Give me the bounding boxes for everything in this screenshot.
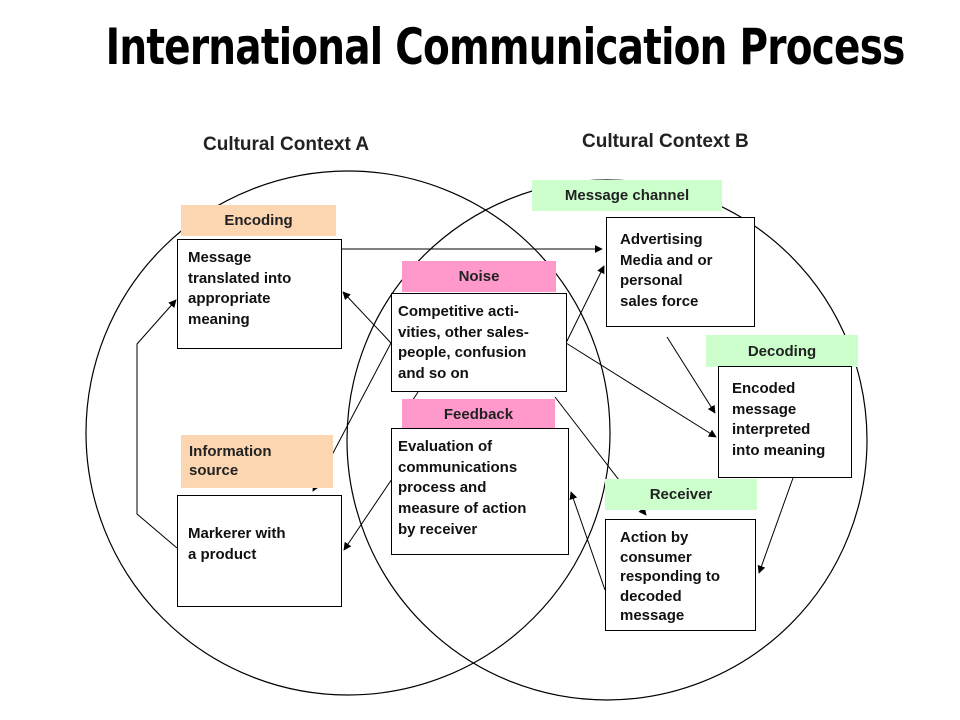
arrow-receiver-to-feedback bbox=[569, 491, 606, 591]
decoding-box: Encoded message interpreted into meaning bbox=[718, 366, 852, 478]
cultural-context-b-label: Cultural Context B bbox=[582, 131, 749, 152]
arrow-source-to-encoding bbox=[136, 299, 178, 549]
message-channel-box: Advertising Media and or personal sales … bbox=[606, 217, 755, 327]
information-source-box-text: Markerer with a product bbox=[188, 525, 286, 563]
information-source-tag: Information source bbox=[181, 435, 333, 488]
encoding-tag: Encoding bbox=[181, 205, 336, 236]
feedback-box-text: Evaluation of communications process and… bbox=[398, 438, 527, 538]
message-channel-tag: Message channel bbox=[532, 180, 722, 211]
receiver-tag: Receiver bbox=[605, 479, 757, 510]
arrow-noise-to-encoding bbox=[342, 291, 392, 344]
arrow-noise-to-channel bbox=[565, 265, 605, 344]
encoding-box-text: Message translated into appropriate mean… bbox=[188, 249, 292, 329]
feedback-box: Evaluation of communications process and… bbox=[391, 428, 569, 555]
decoding-tag: Decoding bbox=[706, 335, 858, 367]
noise-tag: Noise bbox=[402, 261, 556, 292]
message-channel-box-text: Advertising Media and or personal sales … bbox=[620, 231, 713, 311]
arrow-noise-to-decoding bbox=[565, 342, 717, 438]
cultural-context-a-label: Cultural Context A bbox=[203, 134, 370, 155]
receiver-box-text: Action by consumer responding to decoded… bbox=[620, 529, 720, 624]
feedback-tag: Feedback bbox=[402, 399, 555, 430]
receiver-box: Action by consumer responding to decoded… bbox=[605, 519, 756, 631]
noise-box: Competitive acti- vities, other sales- p… bbox=[391, 293, 567, 392]
encoding-box: Message translated into appropriate mean… bbox=[177, 239, 342, 349]
decoding-box-text: Encoded message interpreted into meaning bbox=[732, 380, 826, 460]
information-source-box: Markerer with a product bbox=[177, 495, 342, 607]
arrow-channel-to-decoding bbox=[666, 336, 716, 414]
arrow-decoding-to-receiver bbox=[757, 477, 794, 574]
page-title: International Communication Process bbox=[105, 18, 906, 76]
noise-box-text: Competitive acti- vities, other sales- p… bbox=[398, 303, 529, 383]
arrow-feedback-to-source bbox=[343, 475, 395, 551]
cultural-context-a-circle bbox=[85, 170, 611, 696]
